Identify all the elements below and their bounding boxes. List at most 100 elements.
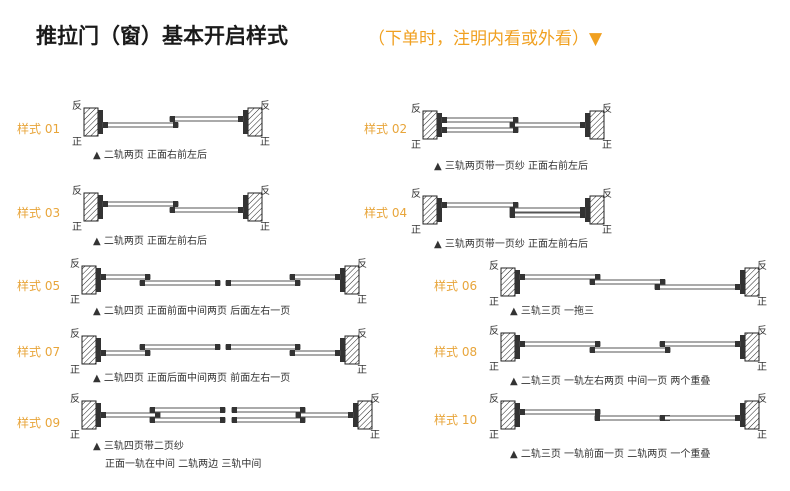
wall-jamb [500, 267, 516, 297]
reverse-mark: 反 [411, 103, 421, 115]
wall-jamb [344, 335, 360, 365]
style-label-10: 样式 10 [434, 413, 478, 427]
door-panel [519, 341, 601, 347]
door-panel [139, 280, 221, 286]
panel-stile [170, 116, 175, 122]
panel-stile [520, 274, 525, 280]
door-panel [509, 212, 586, 218]
panel-stile [335, 350, 340, 356]
reverse-mark: 反 [72, 100, 82, 112]
frame-post [437, 113, 442, 137]
style-label-05: 样式 05 [17, 279, 61, 293]
reverse-mark: 反 [357, 258, 367, 270]
wall-jamb [81, 335, 97, 365]
style-caption-09: ▲ 三轨四页带二页纱 [93, 441, 184, 452]
wall-jamb [81, 400, 97, 430]
door-panel [509, 207, 586, 213]
frame-post [243, 110, 248, 134]
panel-stile [170, 207, 175, 213]
panel-stile [735, 284, 740, 290]
door-panel [100, 412, 161, 418]
style-label-04: 样式 04 [364, 206, 408, 220]
door-panel [149, 407, 226, 413]
reverse-mark: 反 [489, 260, 499, 272]
style-label-03: 样式 03 [17, 206, 61, 220]
frame-post [353, 403, 358, 427]
reverse-mark: 反 [757, 393, 767, 405]
wall-jamb [744, 267, 760, 297]
wall-jamb [589, 110, 605, 140]
frame-post [98, 110, 103, 134]
front-mark: 正 [72, 137, 82, 148]
reverse-mark: 反 [70, 258, 80, 270]
door-panel [139, 344, 221, 350]
door-panel [659, 341, 741, 347]
door-panel [225, 280, 301, 286]
panel-stile [296, 412, 301, 418]
panel-stile [150, 407, 155, 413]
style-label-09: 样式 09 [17, 416, 61, 430]
frame-post [96, 338, 101, 362]
door-panel [102, 122, 179, 128]
panel-stile [300, 407, 305, 413]
reverse-mark: 反 [602, 188, 612, 200]
style-caption-04: ▲ 三轨两页带一页纱 正面左前右后 [434, 239, 589, 250]
front-mark: 正 [489, 362, 499, 373]
frame-post [515, 335, 520, 359]
style-label-02: 样式 02 [364, 122, 408, 136]
reverse-mark: 反 [757, 325, 767, 337]
panel-stile [580, 207, 585, 213]
panel-stile [145, 350, 150, 356]
front-mark: 正 [411, 140, 421, 151]
frame-post [740, 335, 745, 359]
panel-stile [590, 279, 595, 285]
front-mark: 正 [370, 430, 380, 441]
door-panel [589, 347, 671, 353]
panel-stile [155, 412, 160, 418]
door-panel [231, 407, 306, 413]
door-panel [441, 127, 519, 133]
panel-stile [513, 127, 518, 133]
front-mark: 正 [70, 365, 80, 376]
style-caption-05: ▲ 二轨四页 正面前面中间两页 后面左右一页 [93, 306, 291, 317]
panel-stile [103, 122, 108, 128]
panel-stile [580, 212, 585, 218]
reverse-mark: 反 [260, 185, 270, 197]
style-caption-07: ▲ 二轨四页 正面后面中间两页 前面左右一页 [93, 373, 291, 384]
wall-jamb [247, 192, 263, 222]
wall-jamb [500, 400, 516, 430]
front-mark: 正 [757, 362, 767, 373]
frame-post [740, 270, 745, 294]
wall-jamb [589, 195, 605, 225]
panel-stile [735, 341, 740, 347]
reverse-mark: 反 [357, 328, 367, 340]
frame-post [96, 268, 101, 292]
frame-post [96, 403, 101, 427]
panel-stile [335, 274, 340, 280]
door-panel [169, 116, 244, 122]
door-panel [225, 344, 301, 350]
reverse-mark: 反 [489, 393, 499, 405]
frame-post [740, 403, 745, 427]
front-mark: 正 [260, 222, 270, 233]
panel-stile [442, 127, 447, 133]
front-mark: 正 [602, 225, 612, 236]
panel-stile [101, 350, 106, 356]
door-panel [509, 122, 586, 128]
panel-stile [215, 344, 220, 350]
panel-stile [226, 344, 231, 350]
panel-stile [140, 280, 145, 286]
panel-stile [220, 417, 225, 423]
panel-stile [665, 347, 670, 353]
door-panel [519, 274, 601, 280]
reverse-mark: 反 [757, 260, 767, 272]
panel-stile [520, 409, 525, 415]
panel-stile [173, 201, 178, 207]
panel-stile [103, 201, 108, 207]
frame-post [585, 113, 590, 137]
reverse-mark: 反 [411, 188, 421, 200]
panel-stile [226, 280, 231, 286]
door-panel [594, 415, 671, 421]
frame-post [515, 403, 520, 427]
door-panel [289, 350, 341, 356]
